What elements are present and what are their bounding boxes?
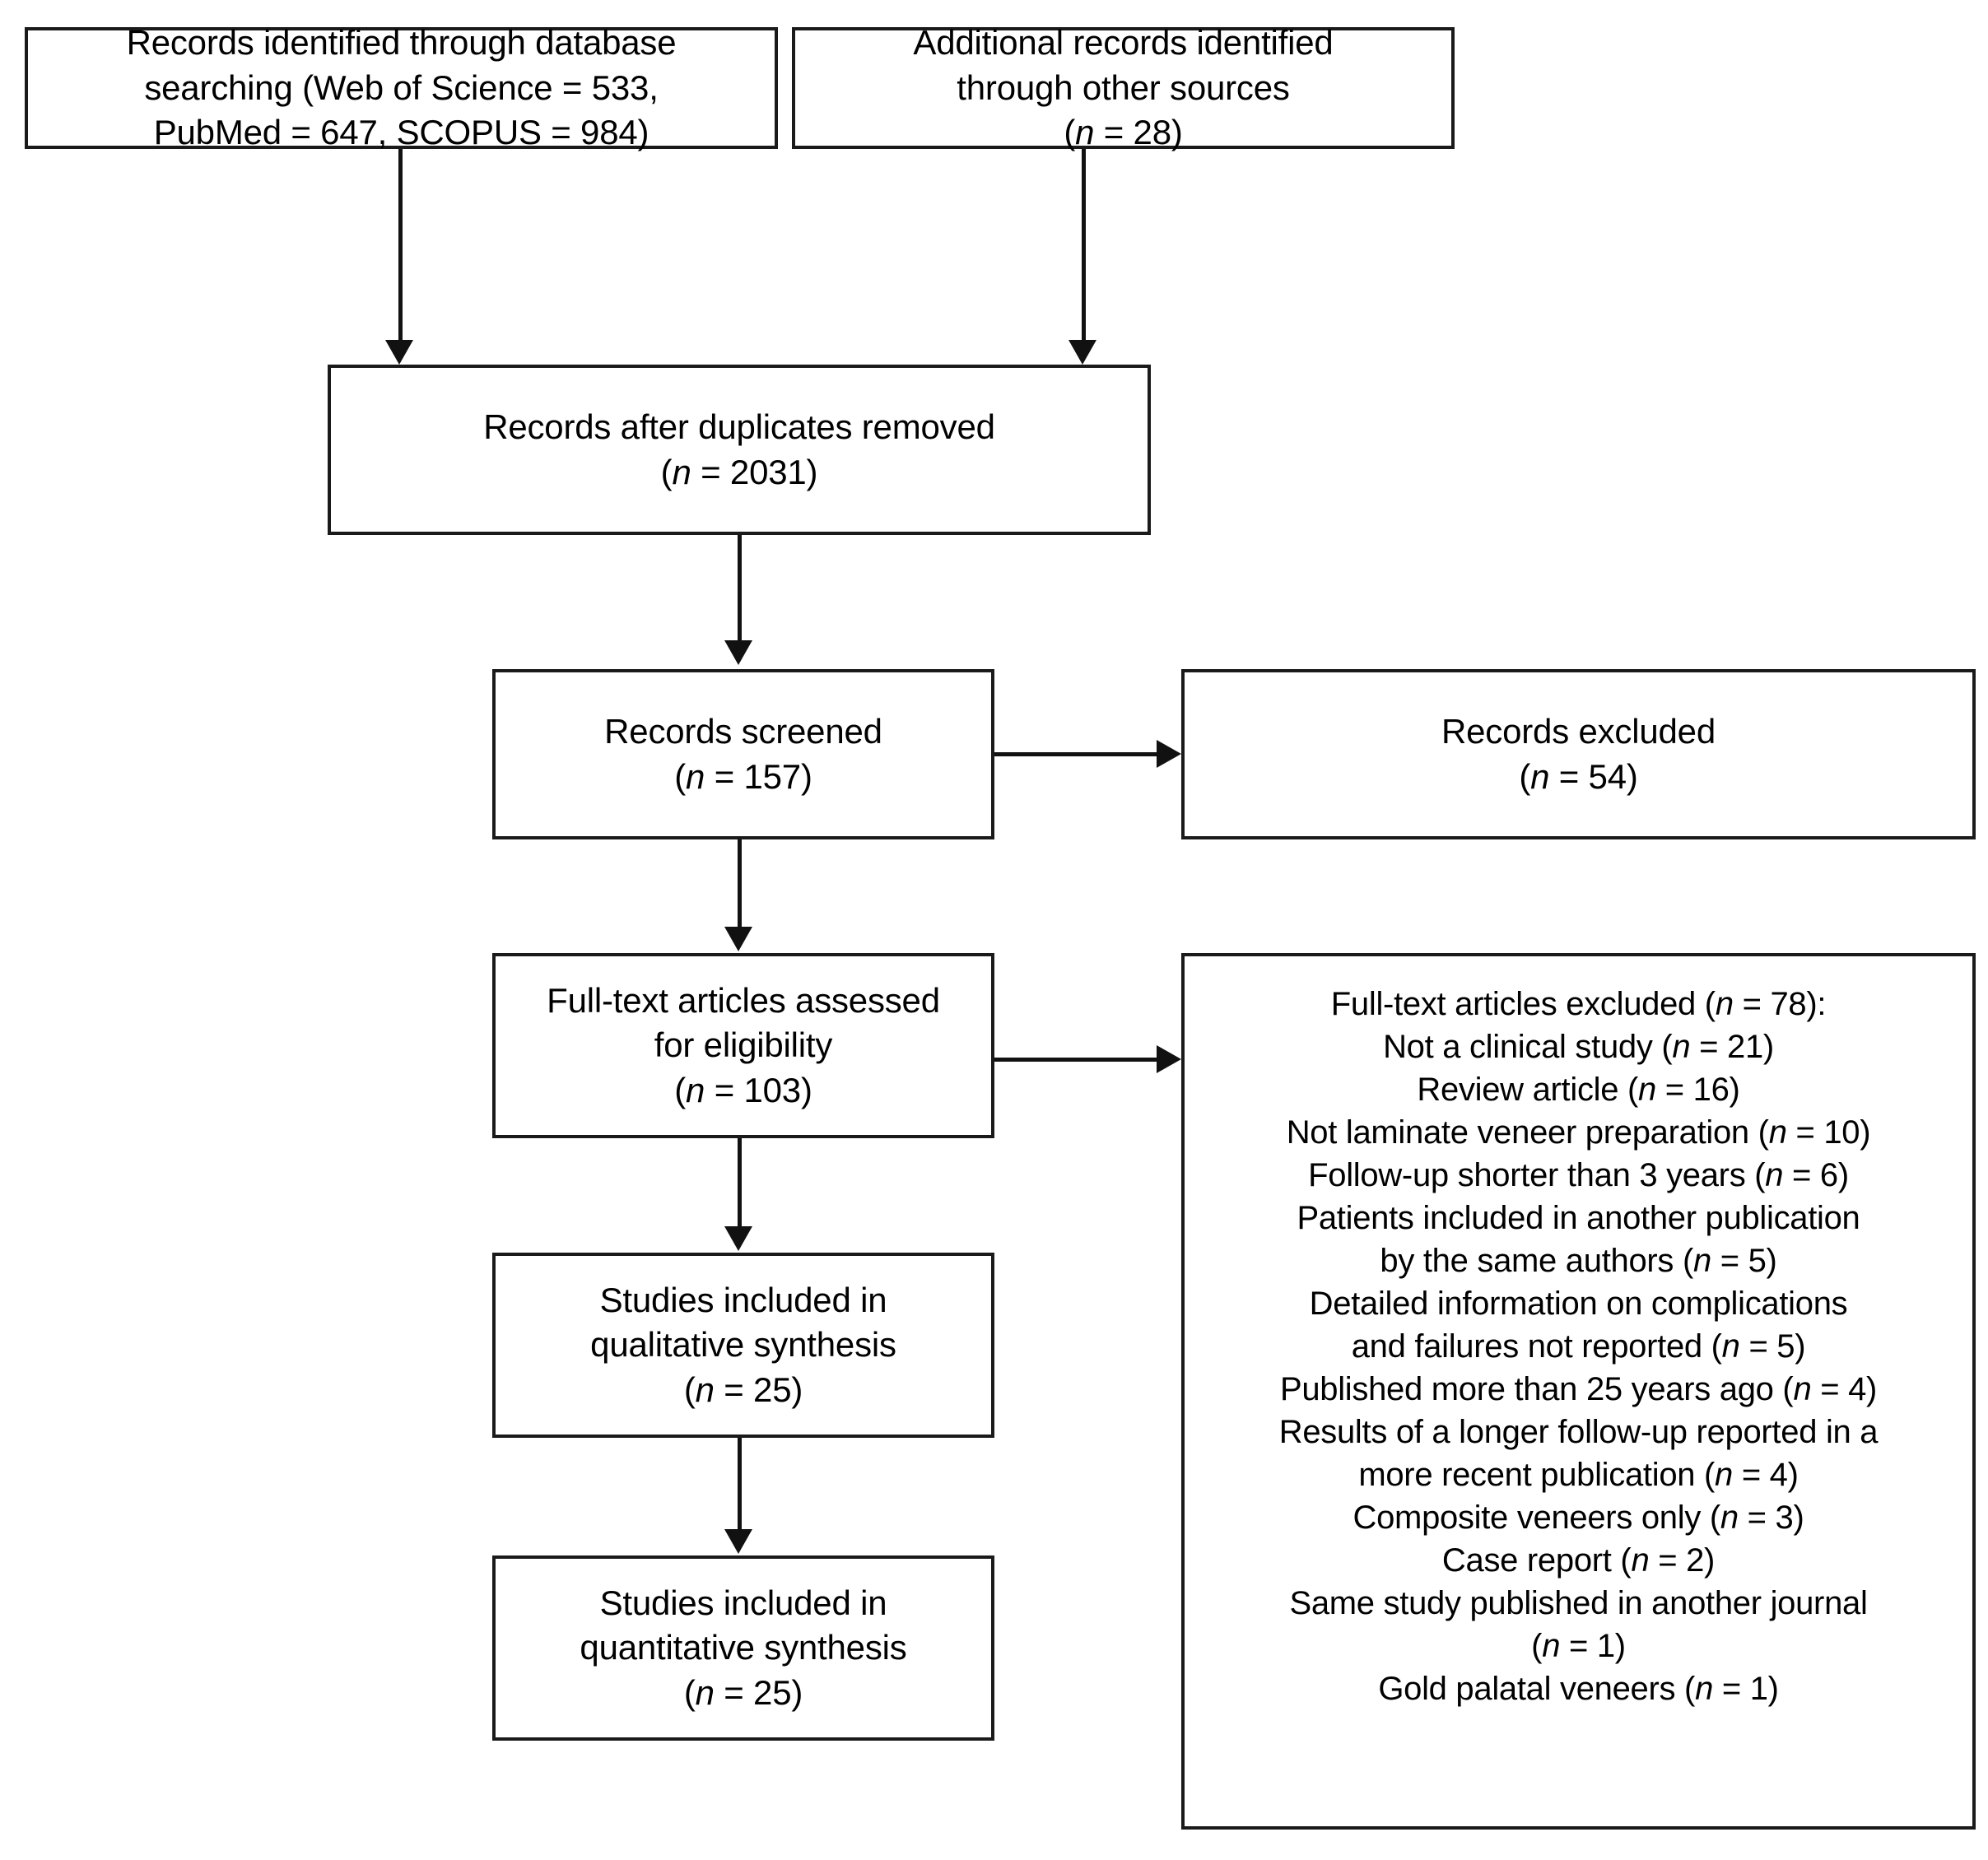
node-line: Records identified through database [126, 23, 677, 63]
excluded-reason: Composite veneers only (n = 3) [1352, 1500, 1804, 1536]
node-records-screened: Records screened (n = 157) [492, 669, 994, 839]
node-line: for eligibility [654, 1025, 833, 1065]
node-records-identified-other-sources: Additional records identified through ot… [792, 23, 1455, 151]
node-line: quantitative synthesis [580, 1628, 907, 1667]
node-count: (n = 28) [1064, 113, 1183, 152]
excluded-reason: and failures not reported (n = 5) [1351, 1328, 1806, 1365]
arrow-screened-to-fulltext [724, 927, 752, 951]
excluded-reason-line: Results of a longer follow-up reported i… [1278, 1414, 1879, 1450]
excluded-reason: Follow-up shorter than 3 years (n = 6) [1308, 1157, 1849, 1193]
connector-screened-to-fulltext [738, 839, 742, 930]
arrow-duplicates-to-screened [724, 640, 752, 665]
node-fulltext-articles-excluded: Full-text articles excluded (n = 78): No… [1181, 953, 1976, 1830]
excluded-reason-line: Same study published in another journal [1289, 1585, 1868, 1621]
arrow-fulltext-to-excluded [1157, 1045, 1181, 1073]
node-studies-qualitative-synthesis: Studies included in qualitative synthesi… [492, 1253, 994, 1438]
connector-duplicates-to-screened [738, 535, 742, 644]
arrow-other-to-duplicates [1068, 340, 1096, 365]
connector-screened-to-excluded [994, 752, 1159, 756]
arrow-qualitative-to-quantitative [724, 1529, 752, 1554]
arrow-screened-to-excluded [1157, 740, 1181, 768]
node-line: through other sources [957, 67, 1290, 107]
node-line: Additional records identified [913, 23, 1334, 63]
excluded-reason: Not laminate veneer preparation (n = 10) [1286, 1114, 1871, 1151]
arrow-fulltext-to-qualitative [724, 1226, 752, 1251]
connector-other-to-duplicates [1082, 149, 1086, 348]
node-line: Records excluded [1441, 711, 1716, 751]
node-count: (n = 54) [1519, 756, 1638, 796]
excluded-reason-line: Patients included in another publication [1297, 1200, 1860, 1236]
excluded-reason: Review article (n = 16) [1417, 1072, 1740, 1108]
connector-db-to-duplicates [398, 149, 403, 348]
connector-qualitative-to-quantitative [738, 1438, 742, 1532]
excluded-reason: Not a clinical study (n = 21) [1383, 1029, 1774, 1065]
node-count: (n = 103) [674, 1070, 812, 1109]
node-line: Full-text articles assessed [547, 980, 940, 1020]
node-count: (n = 2031) [660, 452, 818, 491]
excluded-reason-line: Detailed information on complications [1309, 1286, 1848, 1322]
node-line: qualitative synthesis [590, 1325, 896, 1365]
excluded-reason: Case report (n = 2) [1441, 1542, 1716, 1579]
excluded-reason: more recent publication (n = 4) [1358, 1457, 1799, 1493]
connector-fulltext-to-excluded [994, 1058, 1159, 1062]
excluded-reason: Gold palatal veneers (n = 1) [1378, 1671, 1779, 1707]
node-count: (n = 25) [683, 1369, 803, 1409]
node-line: searching (Web of Science = 533, [144, 67, 659, 107]
node-line: Studies included in [599, 1280, 887, 1319]
excluded-reason: by the same authors (n = 5) [1380, 1243, 1777, 1279]
excluded-reason: (n = 1) [1531, 1628, 1626, 1664]
node-count: (n = 25) [683, 1672, 803, 1712]
node-records-after-duplicates-removed: Records after duplicates removed (n = 20… [328, 365, 1151, 535]
node-records-identified-database: Records identified through database sear… [25, 23, 778, 151]
excluded-reason: Published more than 25 years ago (n = 4) [1279, 1371, 1878, 1407]
node-line: Records after duplicates removed [483, 407, 995, 446]
node-line: PubMed = 647, SCOPUS = 984) [153, 113, 649, 152]
connector-fulltext-to-qualitative [738, 1138, 742, 1229]
node-count: (n = 157) [674, 756, 812, 796]
node-fulltext-assessed-eligibility: Full-text articles assessed for eligibil… [492, 953, 994, 1138]
excluded-header: Full-text articles excluded (n = 78): [1330, 986, 1827, 1022]
arrow-db-to-duplicates [385, 340, 413, 365]
node-studies-quantitative-synthesis: Studies included in quantitative synthes… [492, 1555, 994, 1741]
node-records-excluded: Records excluded (n = 54) [1181, 669, 1976, 839]
node-line: Records screened [604, 711, 882, 751]
node-line: Studies included in [599, 1583, 887, 1622]
